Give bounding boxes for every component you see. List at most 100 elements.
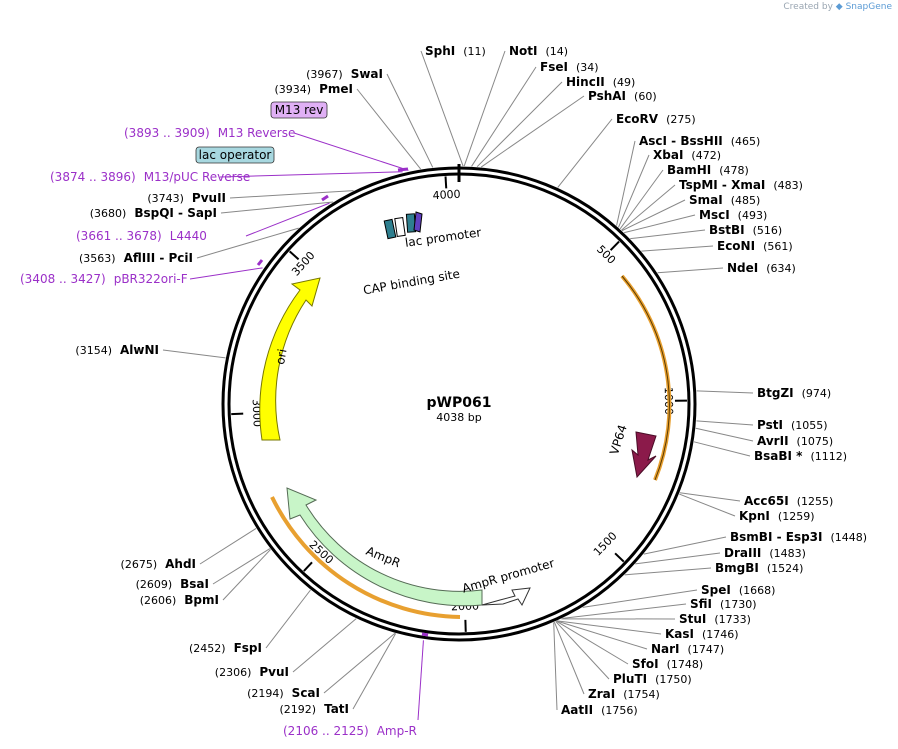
enzyme-label[interactable]: BmgBI(1524) bbox=[715, 561, 803, 575]
enzyme-label[interactable]: SphI(11) bbox=[425, 44, 486, 58]
enzyme-label[interactable]: DraIII(1483) bbox=[724, 546, 806, 560]
leader-line bbox=[553, 621, 585, 695]
leader-line bbox=[420, 50, 464, 167]
enzyme-label[interactable]: (3934)PmeI bbox=[275, 82, 353, 96]
enzyme-label[interactable]: (2194)ScaI bbox=[247, 686, 320, 700]
lac-promoter-block[interactable] bbox=[394, 216, 406, 238]
enzyme-label[interactable]: SpeI(1668) bbox=[701, 583, 775, 597]
leader-line bbox=[624, 567, 712, 576]
ampr-label: AmpR bbox=[364, 544, 402, 570]
m13-rev-block[interactable] bbox=[413, 211, 423, 233]
enzyme-label[interactable]: NdeI(634) bbox=[727, 261, 796, 275]
enzyme-label[interactable]: (2609)BsaI bbox=[136, 577, 209, 591]
leader-line bbox=[265, 589, 311, 649]
enzyme-label[interactable]: (2452)FspI bbox=[189, 641, 262, 655]
leader-line bbox=[476, 81, 563, 168]
enzyme-labels: SphI(11) NotI(14) FseI(34)HincII(49)PshAI(… bbox=[20, 44, 867, 738]
enzyme-label[interactable]: (3680)BspQI - SapI bbox=[90, 206, 217, 220]
enzyme-label[interactable]: EcoNI(561) bbox=[717, 239, 793, 253]
enzyme-label[interactable]: AscI - BssHII(465) bbox=[639, 134, 760, 148]
leader-line bbox=[635, 552, 721, 565]
enzyme-label[interactable]: BsaBI *(1112) bbox=[754, 449, 847, 463]
enzyme-label[interactable]: EcoRV(275) bbox=[616, 112, 696, 126]
enzyme-label[interactable]: StuI(1733) bbox=[679, 612, 751, 626]
primer-leader bbox=[245, 202, 330, 237]
enzyme-label[interactable]: BtgZI(974) bbox=[757, 386, 831, 400]
enzyme-label[interactable]: (2306)PvuI bbox=[215, 665, 289, 679]
primer-label[interactable]: (3893 .. 3909)M13 Reverse bbox=[124, 126, 295, 140]
ampr-feature-arrow[interactable] bbox=[286, 487, 483, 607]
credit-brand: SnapGene bbox=[845, 2, 892, 12]
ampr-promoter-label: AmpR promoter bbox=[460, 556, 556, 596]
enzyme-label[interactable]: MscI(493) bbox=[699, 208, 767, 222]
leader-line bbox=[212, 548, 271, 585]
enzyme-label[interactable]: HincII(49) bbox=[566, 75, 635, 89]
leader-line bbox=[657, 267, 724, 274]
primer-label[interactable]: (3661 .. 3678)L4440 bbox=[76, 229, 207, 243]
enzyme-label[interactable]: NotI(14) bbox=[509, 44, 568, 58]
primer-label[interactable]: (3874 .. 3896)M13/pUC Reverse bbox=[50, 170, 250, 184]
enzyme-label[interactable]: SmaI(485) bbox=[689, 193, 760, 207]
enzyme-label[interactable]: SfiI(1730) bbox=[690, 597, 757, 611]
leader-line bbox=[555, 621, 610, 680]
enzyme-label[interactable]: Acc65I(1255) bbox=[744, 494, 833, 508]
leader-line bbox=[196, 227, 299, 259]
leader-line bbox=[480, 95, 585, 168]
vp64-label: VP64 bbox=[607, 423, 630, 457]
enzyme-label[interactable]: BsmBI - Esp3I(1448) bbox=[730, 530, 867, 544]
leader-line bbox=[624, 214, 696, 234]
credit-prefix: Created by bbox=[783, 2, 833, 12]
enzyme-label[interactable]: (2606)BpmI bbox=[140, 593, 219, 607]
m13-rev-box-label: M13 rev bbox=[275, 103, 324, 117]
leader-line bbox=[696, 420, 754, 426]
lac-operator-box bbox=[195, 146, 275, 164]
tick-mark bbox=[231, 412, 244, 416]
leader-line bbox=[463, 50, 506, 167]
primer-label[interactable]: (3408 .. 3427)pBR322ori-F bbox=[20, 272, 188, 286]
enzyme-label[interactable]: (2675)AhdI bbox=[121, 557, 196, 571]
leader-line bbox=[222, 549, 271, 601]
leader-line bbox=[323, 632, 396, 694]
enzyme-label[interactable]: KasI(1746) bbox=[665, 627, 739, 641]
enzyme-label[interactable]: BstBI(516) bbox=[709, 223, 782, 237]
leader-line bbox=[199, 527, 257, 565]
enzyme-label[interactable]: (2192)TatI bbox=[279, 702, 349, 716]
vp64-feature-arrow[interactable] bbox=[631, 431, 657, 479]
tick-label: 3500 bbox=[289, 249, 317, 279]
enzyme-label[interactable]: BamHI(478) bbox=[667, 163, 749, 177]
leader-line bbox=[229, 190, 354, 199]
enzyme-label[interactable]: (3563)AflIII - PciI bbox=[79, 251, 193, 265]
enzyme-label[interactable]: AatII(1756) bbox=[561, 703, 638, 717]
leader-line bbox=[220, 201, 334, 214]
enzyme-label[interactable]: (3743)PvuII bbox=[147, 191, 226, 205]
plasmid-name: pWP061 bbox=[427, 395, 492, 411]
leader-line bbox=[562, 603, 687, 619]
enzyme-label[interactable]: KpnI(1259) bbox=[739, 509, 814, 523]
enzyme-label[interactable]: PluTI(1750) bbox=[613, 672, 692, 686]
enzyme-label[interactable]: TspMI - XmaI(483) bbox=[679, 178, 803, 192]
enzyme-label[interactable]: (3154)AlwNI bbox=[75, 343, 159, 357]
enzyme-label[interactable]: PshAI(60) bbox=[588, 89, 657, 103]
leader-line bbox=[557, 620, 662, 635]
leader-line bbox=[695, 427, 754, 442]
m13-reverse-mark bbox=[397, 167, 409, 172]
cap-site-block[interactable] bbox=[383, 218, 397, 240]
leader-line bbox=[557, 118, 613, 188]
enzyme-label[interactable]: ZraI(1754) bbox=[588, 687, 660, 701]
primer-label[interactable]: (2106 .. 2125)Amp-R bbox=[283, 724, 417, 738]
leader-line bbox=[556, 620, 629, 665]
enzyme-label[interactable]: XbaI(472) bbox=[653, 148, 721, 162]
ampr-promoter-arrow[interactable] bbox=[481, 587, 531, 607]
primer-leader bbox=[417, 640, 424, 721]
leader-line bbox=[553, 622, 558, 711]
ori-feature-arrow[interactable] bbox=[259, 277, 321, 441]
enzyme-label[interactable]: (3967)SwaI bbox=[306, 67, 383, 81]
enzyme-label[interactable]: NarI(1747) bbox=[651, 642, 724, 656]
leader-line bbox=[616, 140, 636, 226]
leader-line bbox=[641, 245, 714, 252]
enzyme-label[interactable]: FseI(34) bbox=[540, 60, 599, 74]
enzyme-label[interactable]: AvrII(1075) bbox=[757, 434, 833, 448]
enzyme-label[interactable]: SfoI(1748) bbox=[632, 657, 703, 671]
leader-line bbox=[582, 589, 698, 608]
enzyme-label[interactable]: PstI(1055) bbox=[757, 418, 828, 432]
